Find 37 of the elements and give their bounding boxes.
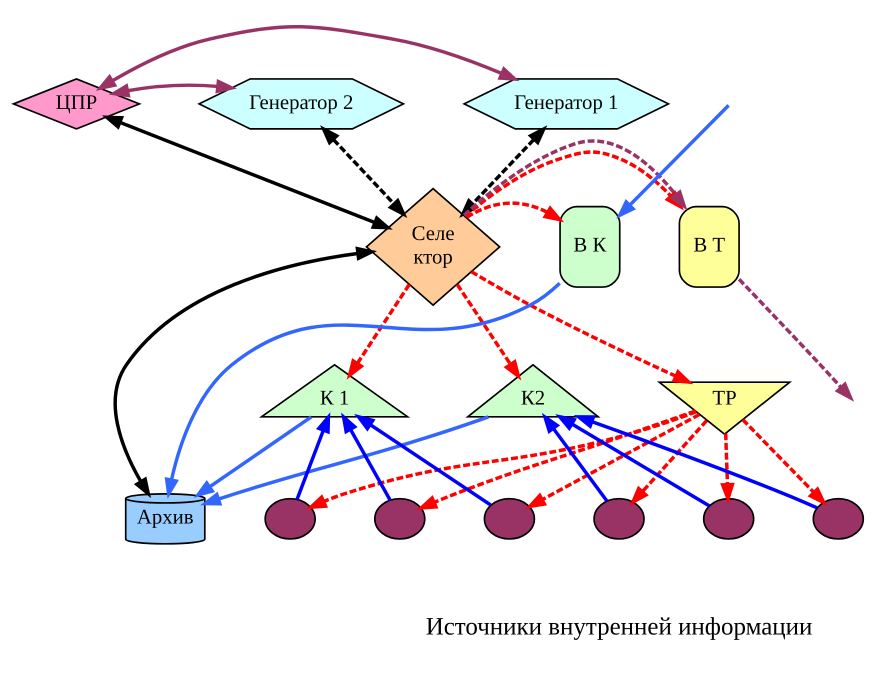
arrow — [462, 139, 688, 217]
arrow — [96, 25, 520, 91]
arrow — [108, 78, 237, 98]
arrow — [629, 420, 708, 506]
label: Источники внутренней информации — [426, 614, 812, 641]
arrow — [194, 415, 312, 498]
node-circle — [264, 498, 316, 540]
arrow — [295, 412, 330, 500]
arrow — [346, 284, 411, 380]
arrow — [306, 410, 697, 510]
node-circle — [812, 498, 864, 540]
arrow — [354, 414, 492, 506]
node-circle — [484, 498, 536, 540]
node-circle — [374, 498, 426, 540]
arrow — [574, 415, 818, 510]
node-circle — [593, 498, 645, 540]
arrow — [470, 270, 694, 384]
arrow — [616, 104, 730, 219]
node-box: В Т — [678, 206, 740, 288]
arrow — [200, 415, 489, 506]
arrow — [542, 412, 608, 502]
arrow — [720, 433, 735, 504]
arrow — [742, 418, 828, 506]
arrow — [102, 115, 393, 230]
node-circle — [702, 498, 754, 540]
arrow — [114, 246, 377, 498]
arrow — [525, 412, 700, 509]
arrow — [341, 412, 392, 502]
arrow — [466, 201, 564, 222]
node-box: В К — [559, 206, 621, 288]
node-diamond: Селе ктор — [365, 187, 501, 306]
arrow — [320, 125, 408, 218]
arrow — [456, 284, 522, 380]
arrow — [555, 414, 710, 508]
arrow — [164, 282, 561, 499]
arrow — [738, 278, 854, 402]
arrow — [416, 409, 696, 510]
